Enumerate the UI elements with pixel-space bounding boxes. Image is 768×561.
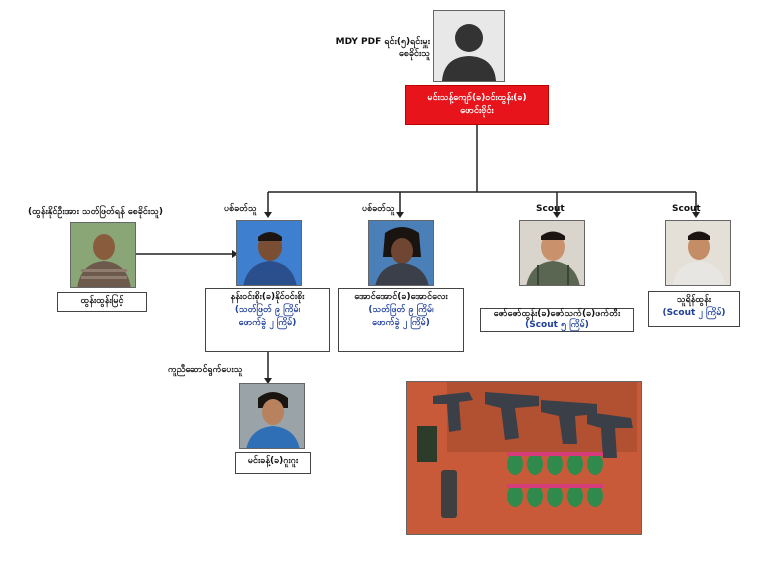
arrow-head [692,212,700,218]
helper-photo [239,383,305,449]
member-role-4: Scout [672,204,701,214]
helper-name-box: မင်းခန့်(ခ)ဂူးဂူး [235,452,311,474]
member-box-1: နန်းဝင်းစိုး(ခ)နိုင်ဝင်းစိုး (သတ်ဖြတ် ၉ … [205,288,330,352]
informant-name-box: ထွန်းထွန်းမြင့် [57,292,147,312]
member-photo-2 [368,220,434,286]
arrow-head [553,212,561,218]
member-role-2: ပစ်ခတ်သူ [362,204,395,214]
leader-caption: MDY PDF ရင်း(၅)ရင်းမှူး စေခိုင်းသူ [335,37,430,59]
member-box-2: အောင်အောင်(ခ)အောင်လေး (သတ်ဖြတ် ၉ ကြိမ်၊ … [338,288,464,352]
member-photo-4 [665,220,731,286]
arrow-head [232,250,238,258]
member-photo-1 [236,220,302,286]
member-box-3: ဇော်ဇော်ထွန်း(ခ)ဇော်သက်(ခ)ဖက်တီး (Scout … [480,308,634,332]
member-box-4: သူရိန်ထွန်း (Scout ၂ ကြိမ်) [648,291,740,327]
member-photo-3 [519,220,585,286]
arrow-head [396,212,404,218]
informant-caption: (ထွန်းနိုင်ဦးအား သတ်ဖြတ်ရန် စေခိုင်းသူ) [28,207,163,217]
arrow-head [264,378,272,384]
arrow-head [264,212,272,218]
leader-name-box: မင်းသန့်ကျော်(ခ)ဝင်းထွန်း(ခ) ဖောင်းဗိုင်… [405,85,549,125]
member-role-3: Scout [536,204,565,214]
leader-silhouette-icon [433,10,505,82]
informant-photo [70,222,136,288]
helper-role: ကူညီဆောင်ရွက်ပေးသူ [168,365,243,375]
seized-weapons-photo [406,381,642,535]
member-role-1: ပစ်ခတ်သူ [224,204,257,214]
